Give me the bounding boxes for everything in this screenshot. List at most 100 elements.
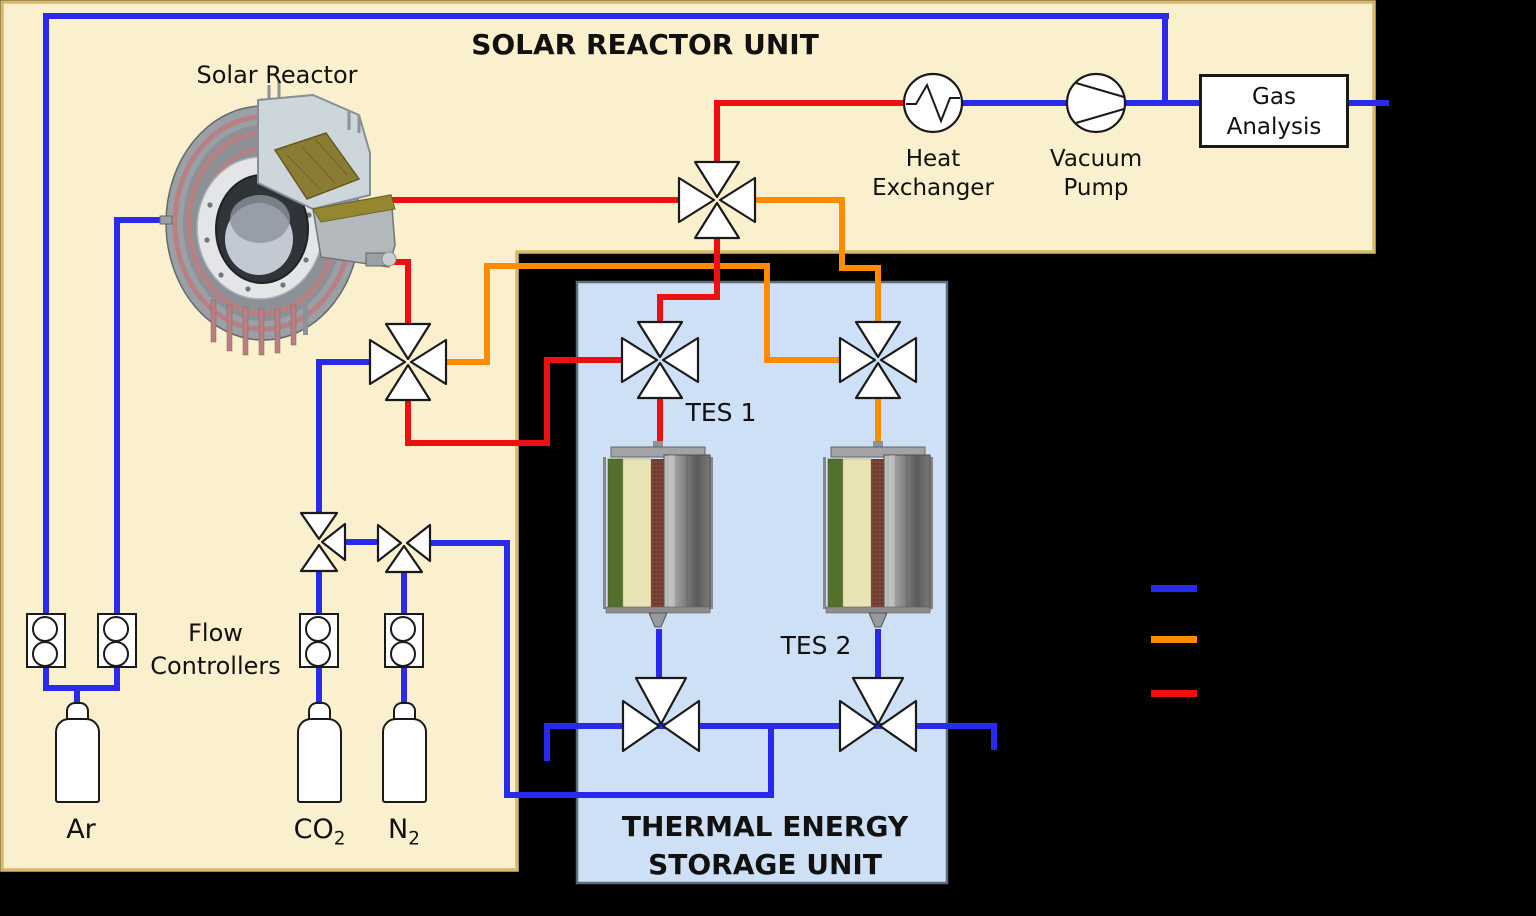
n2-label-sub: 2 xyxy=(408,828,420,850)
co2-cylinder-neck xyxy=(308,702,331,719)
co2-three-way-valve xyxy=(299,511,347,573)
tes2-bottom-valve xyxy=(838,676,918,753)
pipe-blue-riser xyxy=(768,723,774,798)
flow-controller-4 xyxy=(384,613,424,668)
flow-controller-dial xyxy=(305,616,331,642)
heat-exchanger-label-line2: Exchanger xyxy=(872,175,994,201)
vacuum-pump-icon xyxy=(1065,72,1127,134)
flow-controllers-label-line2: Controllers xyxy=(150,652,281,680)
flow-controller-2 xyxy=(97,613,137,668)
pipe-red-reactor-out xyxy=(383,197,685,203)
ar-cylinder xyxy=(55,718,100,803)
flow-controller-dial xyxy=(103,641,129,667)
pipe-orange-drop1 xyxy=(839,197,845,271)
heat-exchanger-label: Heat Exchanger xyxy=(858,145,1008,203)
main-four-way-valve xyxy=(677,160,757,240)
pipe-red-lowervalve-bottom xyxy=(405,397,411,446)
tes1-four-way-valve xyxy=(620,320,700,400)
pipe-blue-valve-feed-vertical xyxy=(316,359,322,515)
pipe-blue-hook-left xyxy=(544,723,550,761)
pipe-blue-co2-cylinder xyxy=(316,666,322,706)
legend-red-swatch xyxy=(1151,690,1197,697)
tes-unit-title-line2: STORAGE UNIT xyxy=(648,848,882,881)
pipe-red-mainvalve-bottom xyxy=(714,233,720,298)
solar-unit-title: SOLAR REACTOR UNIT xyxy=(471,28,819,61)
legend-orange-swatch xyxy=(1151,636,1197,643)
heat-exchanger-icon xyxy=(902,72,964,134)
pipe-blue-top-horizontal xyxy=(43,13,1169,19)
gas-analysis-box: Gas Analysis xyxy=(1199,74,1349,148)
tes2-label: TES 2 xyxy=(780,631,852,660)
pipe-orange-jog xyxy=(839,265,881,271)
flow-controller-dial xyxy=(32,641,58,667)
tes1-bottom-valve xyxy=(621,676,701,753)
reactor-four-way-valve xyxy=(368,322,448,402)
flow-controller-1 xyxy=(26,613,66,668)
gas-analysis-label-line2: Analysis xyxy=(1226,114,1322,140)
pipe-blue-valve-link xyxy=(342,539,382,545)
pipe-red-jog xyxy=(657,294,720,300)
tes1-label: TES 1 xyxy=(685,398,757,427)
pipe-blue-fc-join xyxy=(43,685,120,691)
flow-controllers-label-line1: Flow xyxy=(188,619,243,647)
co2-label-sub: 2 xyxy=(333,828,346,850)
n2-cylinder-label: N2 xyxy=(374,814,434,849)
n2-three-way-valve xyxy=(376,523,432,574)
pipe-orange-lowervalve-out xyxy=(442,359,490,365)
flow-controller-dial xyxy=(103,616,129,642)
n2-cylinder-neck xyxy=(393,702,416,719)
vacuum-pump-label-line2: Pump xyxy=(1063,175,1129,201)
flow-controller-dial xyxy=(390,616,416,642)
pipe-blue-co2valve-to-fc xyxy=(316,567,322,615)
vacuum-pump-label: Vacuum Pump xyxy=(1021,145,1171,203)
pipe-blue-tes1-outlet xyxy=(656,629,662,680)
pipe-orange-long-horizontal xyxy=(484,263,770,269)
pipe-blue-n2valve-to-fc xyxy=(401,570,407,615)
flow-controller-dial xyxy=(390,641,416,667)
pipe-blue-hook-right xyxy=(991,723,997,750)
pipe-blue-gas-analysis-drop xyxy=(1162,13,1168,106)
pipe-red-bottom-horizontal xyxy=(405,440,550,446)
pipe-blue-n2valve-right xyxy=(428,540,507,546)
gas-analysis-label-line1: Gas xyxy=(1252,84,1296,110)
pipe-blue-right-vertical xyxy=(504,540,510,798)
solar-reactor-image xyxy=(159,81,397,356)
solar-reactor-label: Solar Reactor xyxy=(196,61,358,89)
co2-cylinder-label: CO2 xyxy=(282,814,357,849)
heat-exchanger-label-line1: Heat xyxy=(905,146,961,172)
pipe-red-mainvalve-top xyxy=(714,100,720,167)
n2-cylinder xyxy=(382,718,427,803)
legend-blue-swatch xyxy=(1151,585,1197,592)
tes1-vessel-image xyxy=(603,441,713,628)
pipe-red-tes1-inlet xyxy=(657,394,663,447)
pipe-blue-bottom-horizontal xyxy=(504,792,774,798)
pipe-red-nozzle-horizontal xyxy=(383,259,411,265)
ar-cylinder-neck xyxy=(66,702,89,719)
co2-label-text: CO xyxy=(293,814,334,845)
pipe-orange-tes2-inlet xyxy=(875,394,881,447)
tes2-vessel-image xyxy=(823,441,933,628)
ar-label-text: Ar xyxy=(66,814,96,845)
flow-controller-dial xyxy=(32,616,58,642)
pipe-blue-fc2-vertical xyxy=(114,217,120,617)
co2-cylinder xyxy=(297,718,342,803)
pipe-blue-fc2-stub xyxy=(114,666,120,688)
pipe-blue-fc1-stub xyxy=(43,666,49,688)
ar-cylinder-label: Ar xyxy=(51,814,111,849)
pipe-blue-n2-cylinder xyxy=(401,666,407,706)
pipe-blue-tes2-outlet xyxy=(875,629,881,680)
pipe-orange-tes2valve-left xyxy=(764,357,846,363)
pipe-red-to-heat-exchanger xyxy=(714,100,935,106)
pipe-blue-ga-outlet xyxy=(1348,100,1389,106)
pipe-blue-valve-feed-horizontal xyxy=(316,359,374,365)
pipe-red-rise xyxy=(544,357,550,446)
flow-controller-dial xyxy=(305,641,331,667)
pipe-orange-drop2 xyxy=(764,263,770,363)
pipe-orange-tes2valve-top xyxy=(875,265,881,327)
n2-label-text: N xyxy=(388,814,409,845)
pipe-blue-tes-header xyxy=(544,723,997,729)
pipe-orange-rise xyxy=(484,263,490,365)
tes-unit-title: THERMAL ENERGY STORAGE UNIT xyxy=(594,808,936,884)
flow-controllers-label: Flow Controllers xyxy=(128,617,303,683)
pipe-red-tes1valve-left xyxy=(544,357,624,363)
